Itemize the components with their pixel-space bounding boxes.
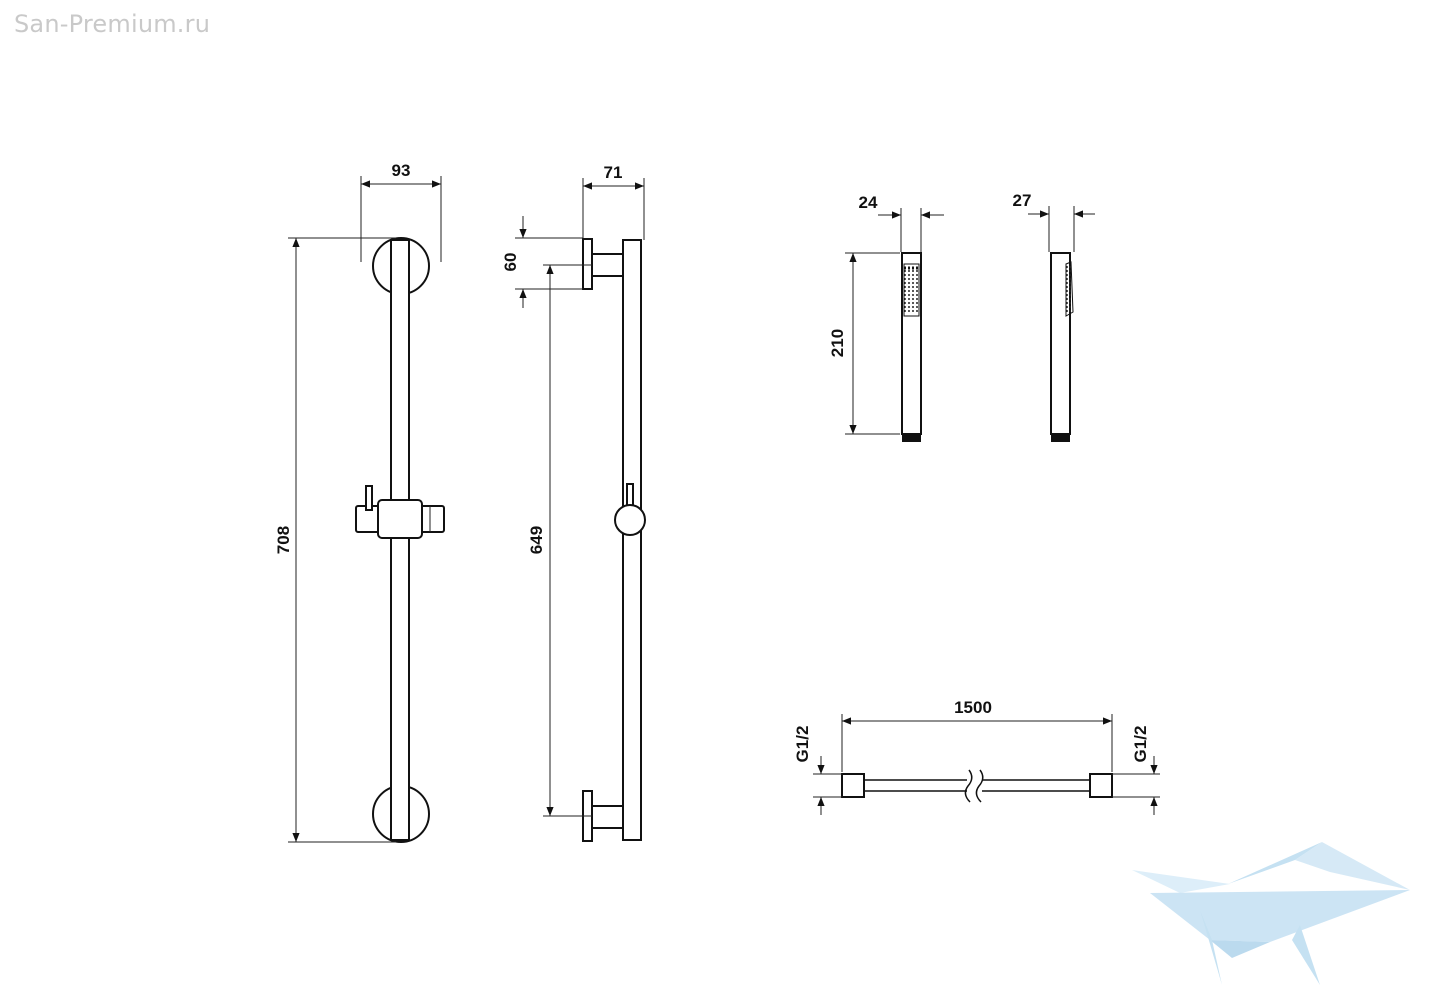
hose-drawing — [841, 769, 1113, 803]
dim-label-71: 71 — [604, 163, 623, 182]
dim-label-708: 708 — [274, 526, 293, 554]
dim-label-649: 649 — [527, 526, 546, 554]
watermark-text: San-Premium.ru — [14, 10, 211, 38]
dim-bracket-offset: 60 — [501, 216, 583, 308]
dim-label-1500: 1500 — [954, 698, 992, 717]
shower-bar-front-view — [355, 237, 445, 843]
shower-bar-side-view — [582, 238, 646, 842]
dim-label-60: 60 — [501, 253, 520, 272]
dim-hose-length: 1500 — [841, 698, 1113, 772]
dim-label-24: 24 — [859, 193, 878, 212]
dim-bar-depth: 71 — [582, 163, 645, 240]
dim-handshower-length: 210 — [828, 252, 900, 435]
dim-label-g12-right: G1/2 — [1131, 726, 1150, 763]
dim-hose-thread-left: G1/2 — [793, 726, 842, 815]
dim-handshower-depth: 27 — [1013, 191, 1095, 252]
dim-label-210: 210 — [828, 329, 847, 357]
hand-shower-front-view — [901, 252, 922, 442]
dim-bracket-spacing: 649 — [527, 264, 592, 817]
dim-handshower-width: 24 — [859, 193, 944, 252]
dim-bar-width: 93 — [360, 161, 442, 262]
bathtub-logo — [1132, 842, 1410, 985]
dim-hose-thread-right: G1/2 — [1112, 726, 1160, 815]
dim-label-g12-left: G1/2 — [793, 726, 812, 763]
dim-bar-length: 708 — [274, 237, 396, 843]
dim-label-27: 27 — [1013, 191, 1032, 210]
dim-label-93: 93 — [392, 161, 411, 180]
hand-shower-side-view — [1050, 252, 1074, 442]
